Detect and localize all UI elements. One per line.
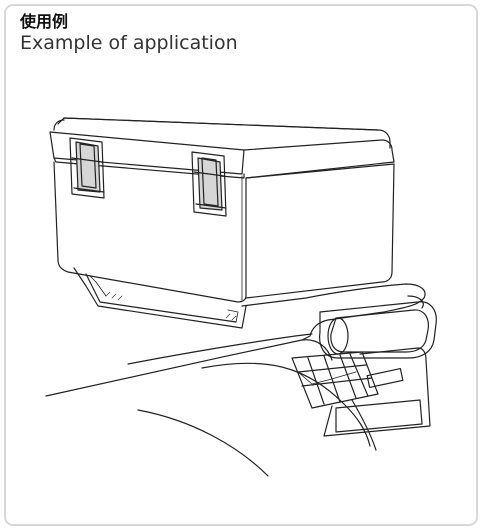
title-japanese: 使用例 (20, 12, 69, 31)
right-latch (192, 152, 226, 216)
cooler-box-on-scooter-illustration (6, 6, 476, 524)
left-latch (70, 138, 104, 198)
fender-grid (292, 352, 378, 408)
tail-light (320, 302, 437, 358)
application-example-card: 使用例 Example of application (4, 4, 478, 526)
skirt-hatch (106, 292, 236, 320)
license-plate-holder (324, 348, 430, 436)
title-english: Example of application (20, 32, 238, 54)
rear-carrier (242, 284, 425, 340)
cooler-box (50, 118, 394, 302)
cooler-bottom-skirt (74, 268, 246, 328)
scooter-body (46, 334, 376, 476)
